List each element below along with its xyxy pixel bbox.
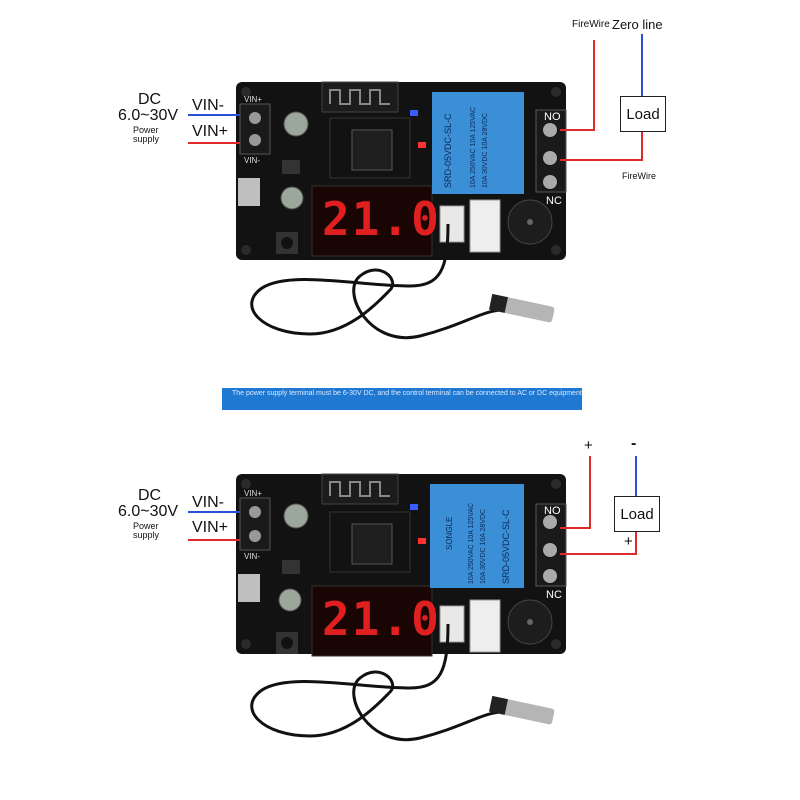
dc-label: DC [138, 91, 162, 108]
relay-rating-2: 10A 30VDC 10A 28VDC [480, 508, 487, 584]
load-box: Load [614, 496, 660, 532]
power-supply-note: The power supply terminal must be 6-30V … [222, 388, 582, 410]
zero-line-label: Zero line [612, 17, 663, 32]
power-label: Power [133, 125, 159, 135]
wiring-diagram-bottom: DC 6.0~30V Power supply VIN- VIN+ VIN+ V… [0, 400, 800, 780]
nc-label: NC [546, 195, 562, 207]
wire-firewire-red-top [560, 40, 595, 131]
board-illustration-bottom [188, 456, 637, 742]
minus-top-label: - [631, 435, 637, 452]
capacitor [280, 186, 304, 210]
wire-firewire-red-bottom [560, 132, 643, 161]
firewire-bottom-label: FireWire [622, 171, 656, 181]
capacitor [278, 588, 302, 612]
load-box: Load [620, 96, 666, 132]
capacitor [283, 111, 309, 137]
firewire-top-label: FireWire [572, 19, 610, 30]
vin-plus-label: VIN+ [192, 123, 229, 140]
voltage-label: 6.0~30V [118, 107, 179, 124]
board-vin-minus: VIN- [244, 552, 260, 561]
input-terminal-block [239, 497, 271, 551]
board-illustration-top [188, 34, 643, 340]
led-display [311, 185, 433, 257]
voltage-label: 6.0~30V [118, 503, 179, 520]
relay-rating-1: 10A 250VAC 10A 125VAC [470, 106, 477, 188]
dc-label: DC [138, 487, 162, 504]
sensor-cable [250, 223, 501, 340]
relay-model-text: SRD-05VDC-SL-C [443, 113, 453, 188]
capacitor [283, 503, 309, 529]
supply-label: supply [133, 530, 160, 540]
usb-port [238, 574, 260, 602]
display-readout: 21.0 [322, 592, 441, 646]
relay-module [430, 484, 524, 588]
relay-rating-2: 10A 30VDC 10A 28VDC [482, 112, 489, 188]
relay-rating-1: 10A 250VAC 10A 125VAC [468, 502, 475, 584]
supply-label: supply [133, 134, 160, 144]
sensor-cable [250, 623, 501, 742]
nc-label: NC [546, 589, 562, 601]
input-terminal-block [239, 103, 271, 155]
no-label: NO [544, 111, 561, 123]
temperature-probe [488, 695, 555, 725]
plus-top-label: + [584, 437, 593, 454]
vin-plus-label: VIN+ [192, 519, 229, 536]
board-vin-plus: VIN+ [244, 95, 263, 104]
wire-load-red [560, 530, 637, 555]
vin-minus-label: VIN- [192, 97, 224, 114]
usb-port [238, 178, 260, 206]
wire-positive-red [560, 456, 591, 529]
vin-minus-label: VIN- [192, 494, 224, 511]
led-display [311, 585, 433, 657]
plus-bottom-label: + [624, 533, 633, 550]
wiring-diagram-top: DC 6.0~30V Power supply VIN- VIN+ VIN+ V… [0, 0, 800, 380]
display-readout: 21.0 [322, 192, 441, 246]
board-vin-plus: VIN+ [244, 489, 263, 498]
temperature-probe [488, 293, 555, 323]
relay-module [432, 92, 524, 194]
no-label: NO [544, 505, 561, 517]
relay-brand-text: SONGLE [445, 516, 454, 550]
board-vin-minus: VIN- [244, 156, 260, 165]
power-label: Power [133, 521, 159, 531]
relay-model-text: SRD-05VDC-SL-C [501, 509, 511, 584]
